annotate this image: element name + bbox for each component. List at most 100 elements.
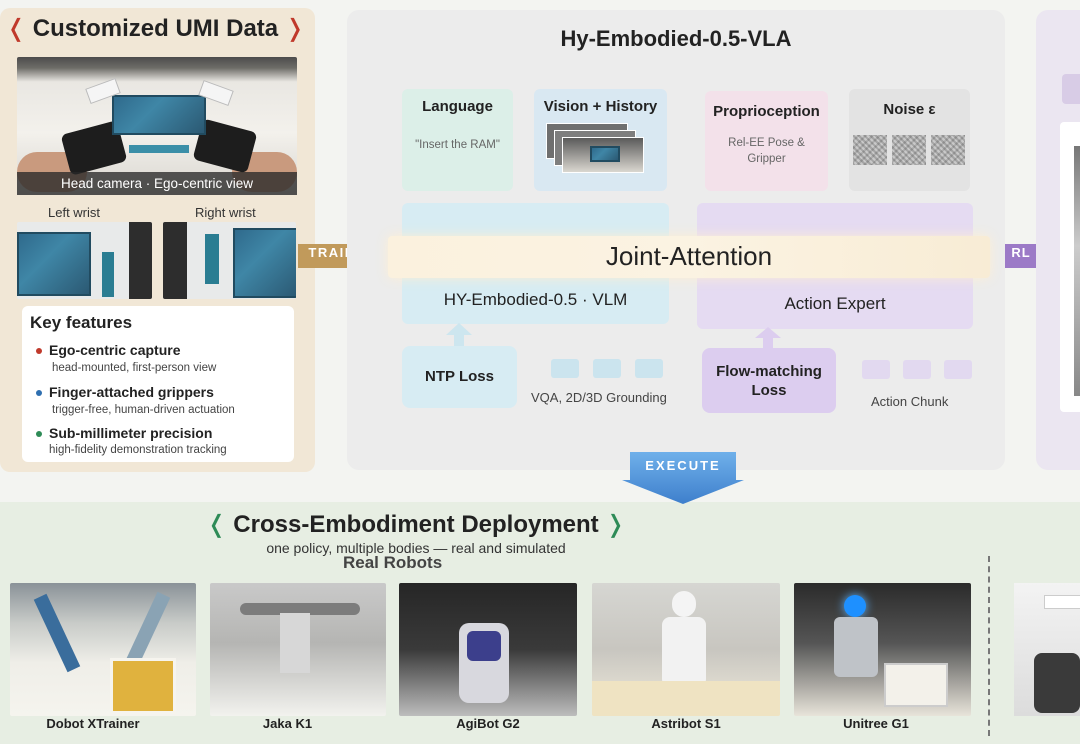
proprioception-card-sub: Rel-EE Pose & Gripper [728,137,805,165]
feature-sub: head-mounted, first-person view [52,362,217,374]
robot-body-shape [834,617,878,677]
text-token-icon [635,359,663,378]
feature-title: Sub-millimeter precision [49,425,213,441]
ntp-loss-label: NTP Loss [425,368,494,385]
robot-name-label: Unitree G1 [843,716,909,731]
vla-title: Hy-Embodied-0.5-VLA [560,26,792,51]
deployment-title-text: Cross-Embodiment Deployment [233,511,599,538]
noise-patch-icon [892,135,926,165]
robot-photo-unitree [794,583,971,716]
feature-dot-icon [36,348,42,354]
motherboard-shape [112,95,206,135]
flow-matching-loss-box [702,348,836,413]
robot-head-shape [672,591,696,617]
head-camera-caption: Head camera · Ego-centric view [17,172,297,195]
right-wrist-finger-shape [163,222,187,299]
up-arrow-icon [446,323,472,347]
rl-panel-card [1060,122,1080,412]
train-label: TRAIN [308,245,356,260]
feature-title: Finger-attached grippers [49,384,214,400]
robot-arm-shape [240,603,360,615]
feature-title: Ego-centric capture [49,342,181,358]
action-token-icon [903,360,931,379]
left-wrist-finger-shape [129,222,152,299]
right-wrist-photo [163,222,296,299]
section-divider [988,556,990,736]
robot-head-shape [844,595,866,617]
vqa-grounding-label: VQA, 2D/3D Grounding [531,390,667,405]
proprioception-input-card [705,91,828,191]
feature-dot-icon [36,390,42,396]
feature-sub: trigger-free, human-driven actuation [52,404,235,416]
noise-patch-icon [853,135,887,165]
noise-card-title: Noise ε [883,101,936,118]
robot-photo-agibot [399,583,577,716]
robot-name-label: Astribot S1 [651,716,721,731]
sim-robot-shape [1034,653,1080,713]
language-input-card [402,89,513,191]
ntp-loss-box [402,346,517,408]
execute-arrow-icon [622,452,744,504]
feature-sub: high-fidelity demonstration tracking [49,444,227,456]
robot-photo-dobot [10,583,196,716]
up-arrow-icon [755,327,781,349]
robot-accent-shape [467,631,501,661]
left-wrist-board-shape [17,232,91,296]
robot-torso-shape [280,613,310,673]
bracket-right-icon: ❭ [284,15,305,42]
execute-label: EXECUTE [645,458,721,473]
right-wrist-board-shape [233,228,296,298]
key-features-title: Key features [30,313,133,332]
action-chunk-label: Action Chunk [871,394,949,409]
language-card-title: Language [422,98,493,115]
vision-card-title: Vision + History [543,98,658,115]
action-expert-label: Action Expert [784,294,886,313]
action-token-icon [862,360,890,379]
sim-robot-photo-partial [1014,583,1080,716]
table-shape [592,681,780,716]
joint-attention-bar [388,236,990,278]
right-wrist-ram-shape [205,234,219,284]
left-wrist-ram-shape [102,252,114,297]
ram-stick-shape [129,145,189,153]
bracket-left-icon: ❬ [6,15,27,42]
action-token-icon [944,360,972,379]
left-wrist-photo [17,222,152,299]
joint-attention-label: Joint-Attention [605,241,773,271]
rl-panel-photo [1074,146,1080,396]
right-wrist-label: Right wrist [195,205,256,220]
rl-label: RL [1011,245,1031,260]
vlm-label: HY-Embodied-0.5 · VLM [443,290,628,309]
text-token-icon [551,359,579,378]
tray-shape [884,663,948,707]
proprioception-card-title: Proprioception [713,103,820,120]
bracket-left-icon: ❬ [206,511,227,538]
feature-dot-icon [36,431,42,437]
robot-name-label: AgiBot G2 [456,716,520,731]
deployment-title: ❬ Cross-Embodiment Deployment ❭ [0,510,1080,539]
real-robots-label: Real Robots [343,553,443,572]
robot-photo-astribot [592,583,780,716]
robot-body-shape [662,617,706,687]
text-token-icon [593,359,621,378]
umi-panel-title: ❬ Customized UMI Data ❭ [6,14,305,43]
key-features-box [22,306,294,462]
umi-title-text: Customized UMI Data [32,15,279,42]
rl-panel-partial [1036,10,1080,470]
flow-matching-loss-label: Flow-matching Loss [716,363,822,399]
robot-arm-shape [33,593,81,673]
history-board-shape [590,146,620,162]
deployment-subtitle: one policy, multiple bodies — real and s… [0,540,1080,556]
robot-photo-jaka [210,583,386,716]
left-wrist-label: Left wrist [48,205,101,220]
rl-panel-item [1062,74,1080,104]
sim-logo-shape [1044,595,1080,609]
robot-name-label: Dobot XTrainer [46,716,140,731]
robot-name-label: Jaka K1 [262,716,313,731]
deployment-subtitle-text: one policy, multiple bodies — real and s… [266,540,566,556]
bracket-right-icon: ❭ [605,511,626,538]
head-camera-photo [17,57,297,195]
noise-patch-icon [931,135,965,165]
language-card-sub: "Insert the RAM" [415,139,500,151]
tray-shape [110,658,176,714]
